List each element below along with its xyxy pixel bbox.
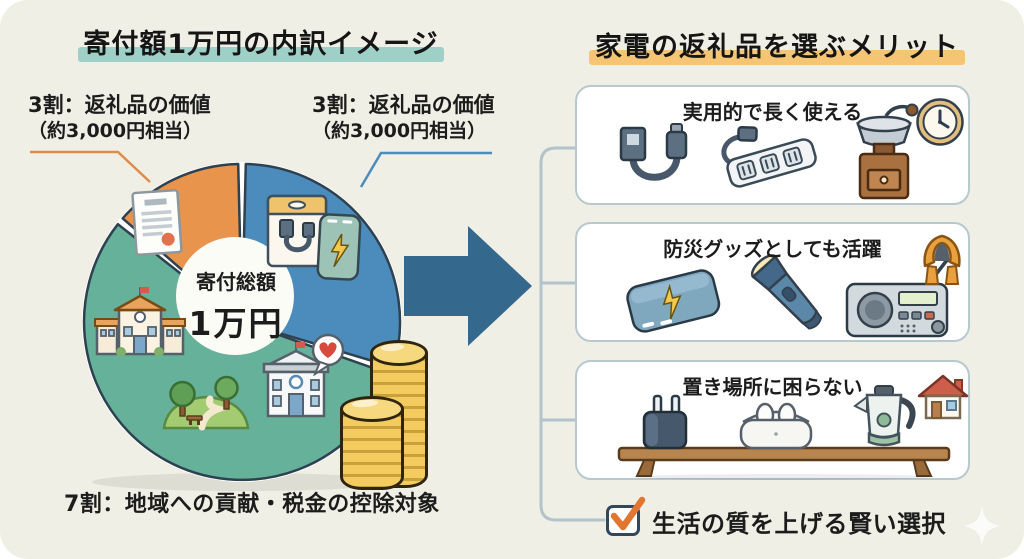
gift-package-icon <box>266 194 328 268</box>
house-icon <box>917 374 969 420</box>
wireless-earbuds-icon <box>739 402 813 450</box>
merit-box-space: 置き場所に困らない <box>575 360 970 480</box>
power-bank-icon <box>626 269 721 333</box>
pie-center-line1: 寄付総額 <box>196 270 276 294</box>
pie-bottom-label: 7割：地域への貢献・税金の控除対象 <box>64 492 440 517</box>
pie-center-hole <box>176 237 294 355</box>
coin-stack-short <box>340 396 404 490</box>
conclusion-text: 生活の質を上げる賢い選択 <box>652 510 946 538</box>
slice-label-right: 3割：返礼品の価値 （約3,000円相当） <box>312 92 495 143</box>
pie-center-label: 寄付総額 1万円 <box>172 266 300 345</box>
slice-label-left-line2: （約3,000円相当） <box>28 119 203 142</box>
usb-charger-icon <box>642 394 688 450</box>
sparkle-icon <box>964 506 1000 546</box>
merit-box-practical-title: 実用的で長く使える <box>682 100 863 124</box>
big-arrow-icon <box>404 226 532 346</box>
slice-label-left-line1: 3割：返礼品の価値 <box>28 93 211 117</box>
wall-clock-icon <box>916 98 964 146</box>
check-icon <box>610 496 646 531</box>
raincoat-icon <box>923 234 961 285</box>
right-title-highlight <box>589 50 965 65</box>
merit-box-disaster-title: 防災グッズとしても活躍 <box>663 237 882 261</box>
document-icon <box>131 188 183 257</box>
merit-box-practical: 実用的で長く使える <box>575 85 970 205</box>
power-bank-small-icon <box>316 213 362 281</box>
electric-kettle-icon <box>853 385 916 447</box>
shelf-icon <box>617 446 951 480</box>
school-icon <box>94 287 186 356</box>
slice-label-right-line2: （約3,000円相当） <box>312 119 487 142</box>
merit-box-disaster: 防災グッズとしても活躍 <box>575 222 970 342</box>
heart-bubble-icon <box>311 333 345 376</box>
flashlight-icon <box>750 254 823 330</box>
pie-center-line2: 1万円 <box>188 304 284 343</box>
power-strip-icon <box>721 125 817 188</box>
right-section-title: 家電の返礼品を選ぶメリット <box>595 32 959 63</box>
coffee-grinder-icon <box>856 103 919 200</box>
merit-box-space-title: 置き場所に困らない <box>682 375 863 399</box>
slice-label-left: 3割：返礼品の価値 （約3,000円相当） <box>28 92 211 143</box>
left-section-title: 寄付額1万円の内訳イメージ <box>83 29 439 60</box>
town-hall-icon <box>262 342 330 418</box>
left-title-highlight <box>78 47 444 62</box>
usb-cable-icon <box>619 123 688 181</box>
slice-label-right-line1: 3割：返礼品の価値 <box>312 93 495 117</box>
park-icon <box>162 375 250 431</box>
